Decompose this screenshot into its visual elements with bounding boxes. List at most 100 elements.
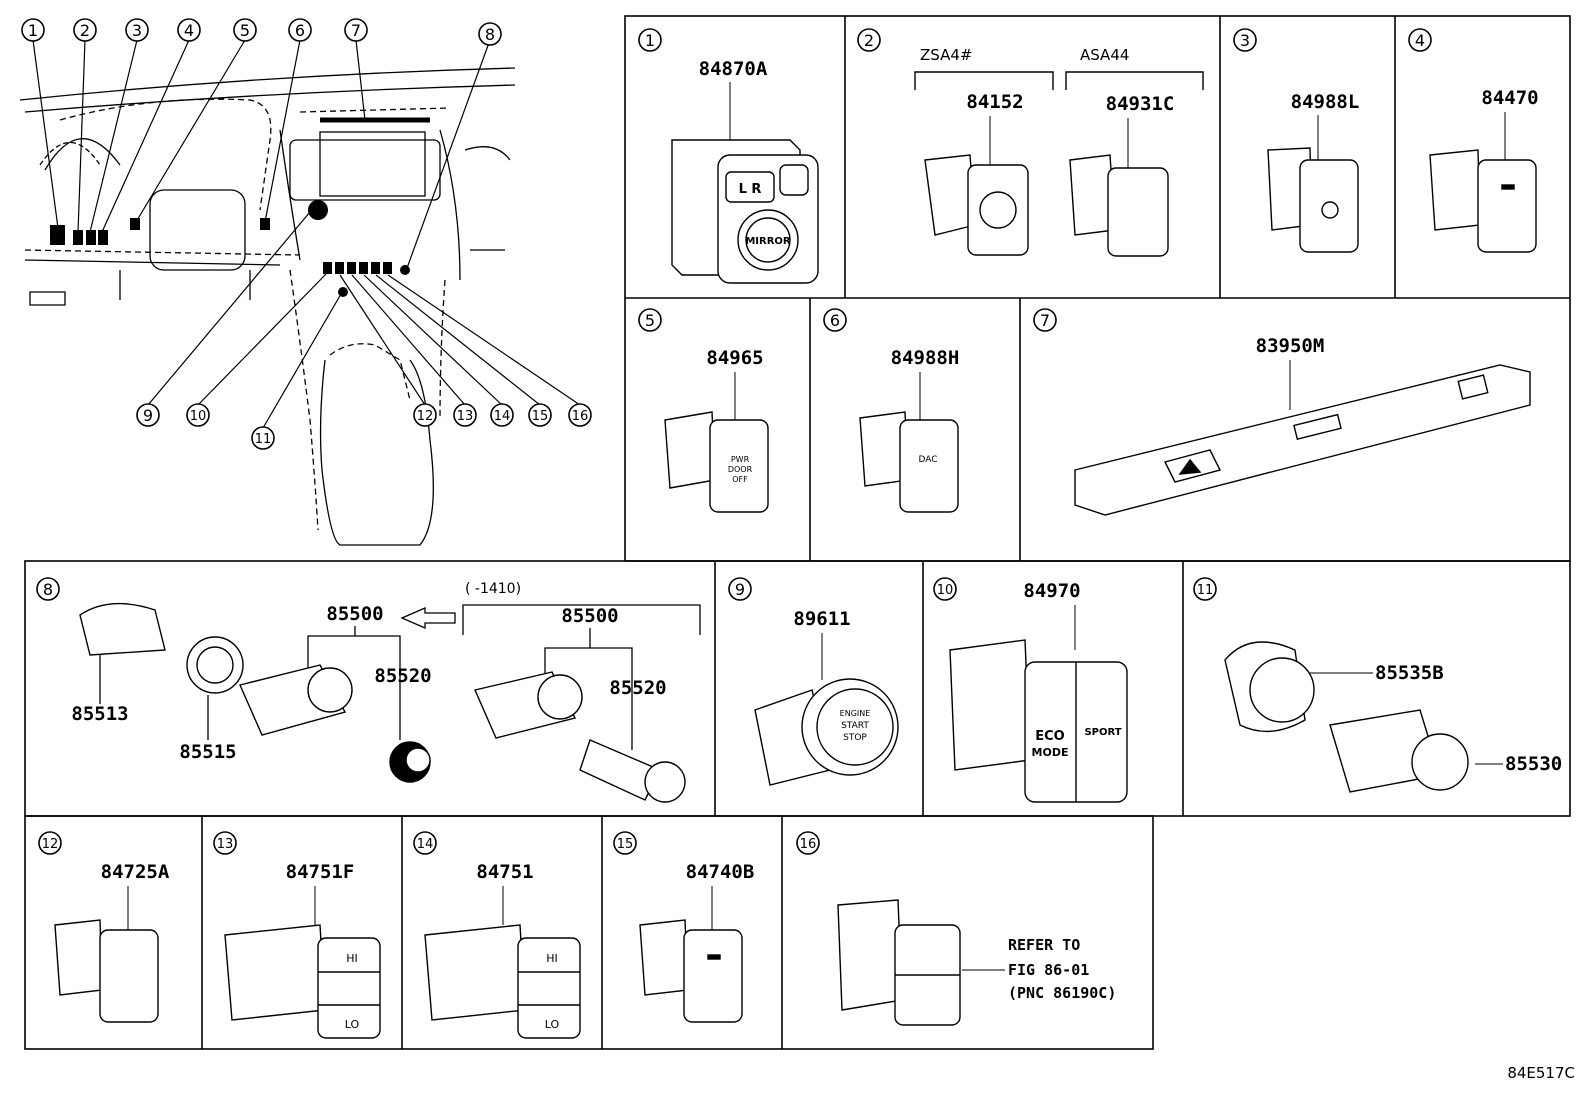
callout-14: 14 (494, 409, 511, 424)
callout-6: 6 (295, 21, 305, 40)
cell-1: 1 84870A L R MIRROR (638, 28, 819, 284)
svg-text:LO: LO (345, 1018, 360, 1031)
callout-11: 11 (255, 432, 272, 447)
cell-9: 9 89611 ENGINE START STOP (728, 577, 899, 786)
callout-10: 10 (190, 409, 207, 424)
svg-text:16: 16 (800, 837, 817, 852)
part-89611: 89611 (793, 608, 850, 630)
callout-3: 3 (132, 21, 142, 40)
svg-text:1: 1 (645, 31, 655, 50)
svg-text:MIRROR: MIRROR (745, 236, 791, 247)
cell-13: 13 84751F HI LO (213, 831, 381, 1039)
svg-text:DAC: DAC (918, 455, 937, 465)
svg-text:MODE: MODE (1032, 746, 1069, 759)
part-85513: 85513 (71, 703, 128, 725)
svg-text:10: 10 (937, 583, 954, 598)
part-85500-a: 85500 (326, 603, 383, 625)
svg-text:3: 3 (1240, 31, 1250, 50)
part-85535B: 85535B (1375, 662, 1444, 684)
svg-text:9: 9 (735, 580, 745, 599)
part-84970: 84970 (1023, 580, 1080, 602)
part-85520-b: 85520 (609, 677, 666, 699)
part-84988H: 84988H (891, 347, 960, 369)
svg-text:HI: HI (346, 952, 358, 965)
part-85500-b: 85500 (561, 605, 618, 627)
svg-text:2: 2 (864, 31, 874, 50)
dashboard-overview (19, 67, 516, 546)
svg-text:ENGINE: ENGINE (840, 709, 871, 718)
svg-text:13: 13 (217, 837, 234, 852)
svg-text:START: START (841, 721, 869, 731)
cell-2: 2 ZSA4# ASA44 84152 84931C (857, 28, 1204, 257)
svg-text:14: 14 (417, 837, 434, 852)
svg-text:SPORT: SPORT (1084, 727, 1121, 738)
part-84931C: 84931C (1106, 93, 1175, 115)
part-84725A: 84725A (101, 861, 170, 883)
svg-text:11: 11 (1197, 583, 1214, 598)
cell-3: 3 84988L (1233, 28, 1360, 253)
svg-text:6: 6 (830, 311, 840, 330)
part-84470: 84470 (1481, 87, 1538, 109)
cell-6: 6 84988H DAC (823, 308, 960, 513)
svg-text:OFF: OFF (732, 475, 748, 484)
callout-13: 13 (457, 409, 474, 424)
callout-2: 2 (80, 21, 90, 40)
leader-lines (32, 39, 581, 429)
variant-zsa4: ZSA4# (920, 46, 972, 64)
cell-12: 12 84725A (38, 831, 170, 1023)
svg-text:12: 12 (42, 837, 59, 852)
callout-15: 15 (532, 409, 549, 424)
part-83950M: 83950M (1256, 335, 1325, 357)
refer-line-1: REFER TO (1008, 936, 1080, 954)
callout-8: 8 (485, 25, 495, 44)
part-85530: 85530 (1505, 753, 1562, 775)
cell-11: 11 85535B 85530 (1193, 577, 1562, 793)
cell-5: 5 84965 PWR DOOR OFF (638, 308, 769, 513)
svg-text:HI: HI (546, 952, 558, 965)
callout-9: 9 (143, 406, 153, 425)
cell-16: 16 REFER TO FIG 86-01 (PNC 86190C) (796, 831, 1116, 1026)
part-85515: 85515 (179, 741, 236, 763)
callout-12: 12 (417, 409, 434, 424)
switch-blocks (50, 200, 410, 297)
callout-16: 16 (572, 409, 589, 424)
cell-10: 10 84970 ECO MODE SPORT (933, 577, 1128, 803)
svg-text:8: 8 (43, 580, 53, 599)
callout-7: 7 (351, 21, 361, 40)
svg-text:L R: L R (739, 182, 762, 197)
svg-text:7: 7 (1040, 311, 1050, 330)
part-84870A: 84870A (699, 58, 768, 80)
part-84152: 84152 (966, 91, 1023, 113)
callout-4: 4 (184, 21, 194, 40)
mirror-switch-drawing (671, 139, 819, 284)
svg-text:PWR: PWR (731, 455, 750, 464)
svg-text:5: 5 (645, 311, 655, 330)
part-84988L: 84988L (1291, 91, 1360, 113)
part-85520-a: 85520 (374, 665, 431, 687)
part-84965: 84965 (706, 347, 763, 369)
refer-line-3: (PNC 86190C) (1008, 984, 1116, 1002)
callout-5: 5 (240, 21, 250, 40)
cell-15: 15 84740B (613, 831, 755, 1023)
cell-8: 8 ( -1410) 85500 85520 85513 85515 85500… (36, 577, 701, 803)
refer-line-2: FIG 86-01 (1008, 961, 1089, 979)
part-84751: 84751 (476, 861, 533, 883)
cell-4: 4 84470 (1408, 28, 1539, 253)
figure-id: 84E517C (1507, 1064, 1575, 1082)
cell-14: 14 84751 HI LO (413, 831, 581, 1039)
overview-callouts: 1 2 3 4 5 6 7 8 9 10 11 12 13 14 15 16 (21, 18, 592, 450)
cell-7: 7 83950M (1033, 308, 1531, 516)
svg-text:4: 4 (1415, 31, 1425, 50)
grid-lines (24, 15, 1571, 1050)
svg-text:ECO: ECO (1035, 729, 1064, 744)
part-84751F: 84751F (286, 861, 355, 883)
svg-text:LO: LO (545, 1018, 560, 1031)
part-84740B: 84740B (686, 861, 755, 883)
range-note: ( -1410) (465, 581, 521, 597)
callout-1: 1 (28, 21, 38, 40)
svg-text:DOOR: DOOR (728, 465, 753, 474)
svg-text:STOP: STOP (843, 733, 867, 743)
variant-asa44: ASA44 (1080, 46, 1129, 64)
svg-text:15: 15 (617, 837, 634, 852)
